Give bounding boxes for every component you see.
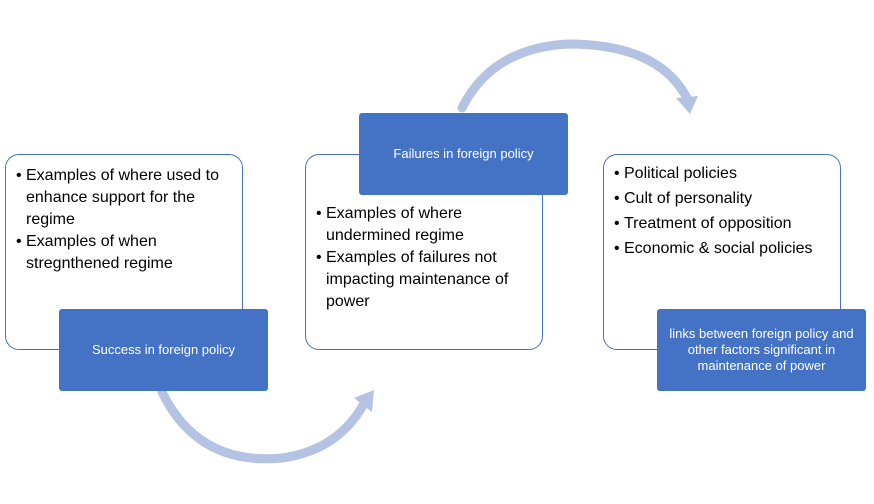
success-bullet-list: Examples of where used to enhance suppor…	[16, 165, 234, 275]
links-bullet: Treatment of opposition	[614, 213, 832, 235]
links-label: links between foreign policy and other f…	[657, 309, 866, 391]
arrow-success-to-failures-head	[354, 390, 374, 412]
failures-bullet: Examples of where undermined regime	[316, 203, 534, 247]
success-bullet: Examples of when stregnthened regime	[16, 231, 234, 275]
arrow-failures-to-links	[457, 39, 693, 113]
failures-bullet-list: Examples of where undermined regime Exam…	[316, 203, 534, 313]
links-bullet: Political policies	[614, 163, 832, 185]
failures-bullet: Examples of failures not impacting maint…	[316, 247, 534, 313]
success-card: Examples of where used to enhance suppor…	[5, 154, 243, 350]
arrow-success-to-failures	[157, 387, 371, 464]
links-bullet-list: Political policies Cult of personality T…	[614, 163, 832, 260]
links-bullet: Economic & social policies	[614, 238, 832, 260]
links-bullet: Cult of personality	[614, 188, 832, 210]
arrow-failures-to-links-head	[676, 96, 698, 114]
failures-label: Failures in foreign policy	[359, 113, 568, 195]
success-label: Success in foreign policy	[59, 309, 268, 391]
success-bullet: Examples of where used to enhance suppor…	[16, 165, 234, 231]
